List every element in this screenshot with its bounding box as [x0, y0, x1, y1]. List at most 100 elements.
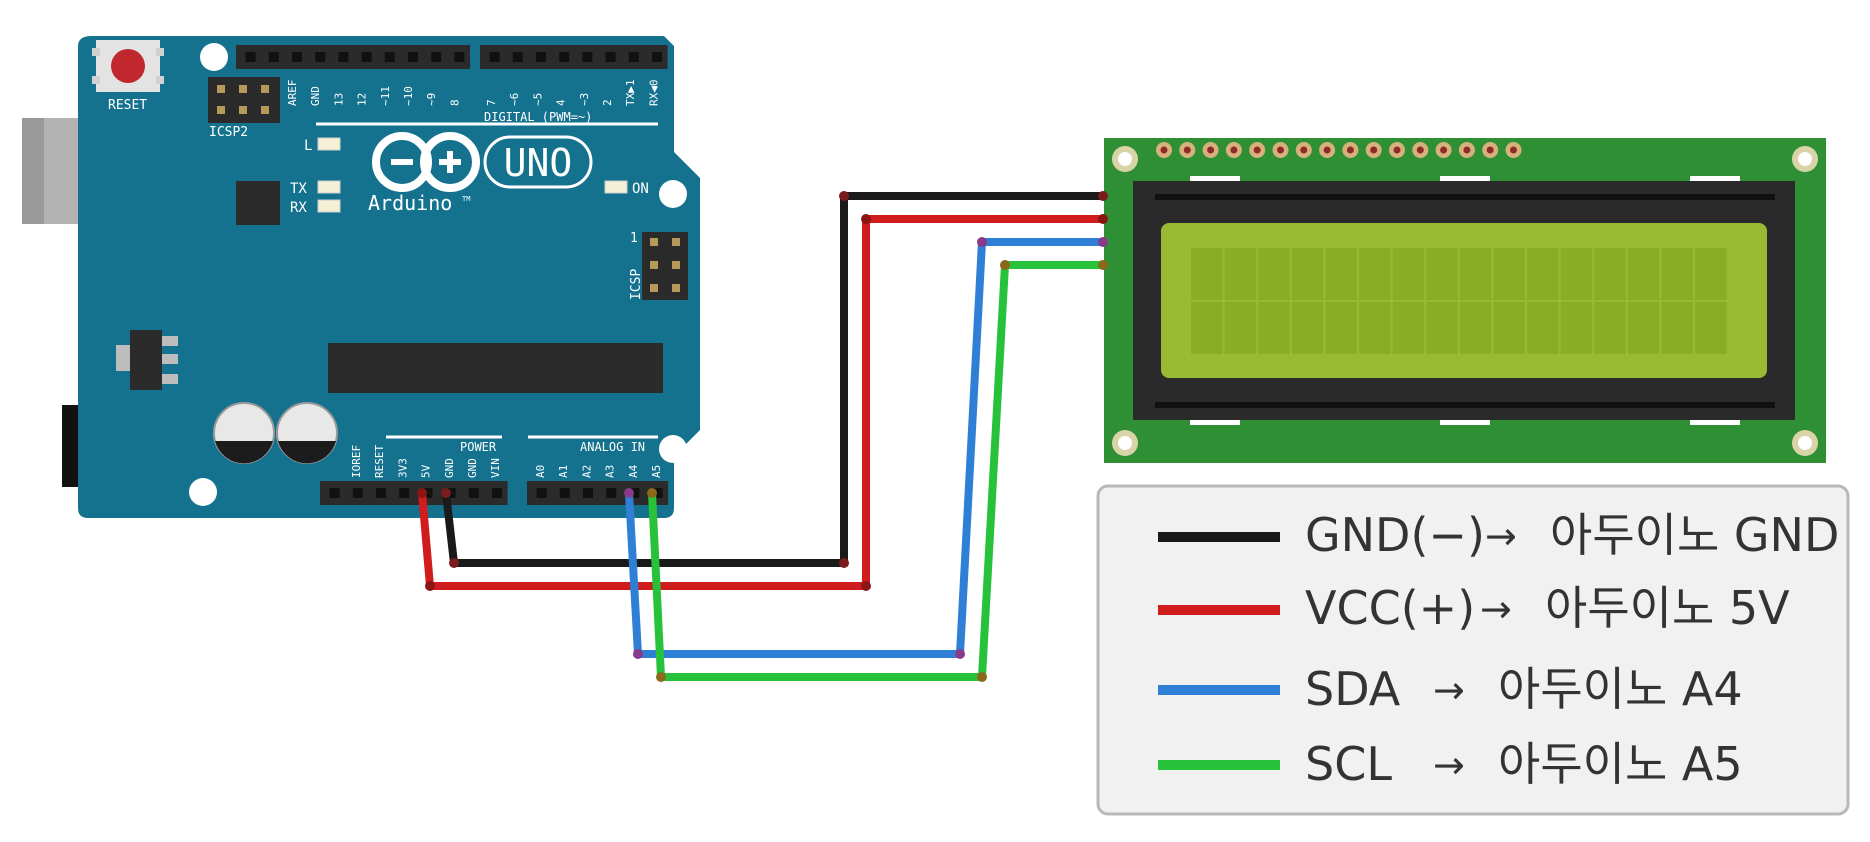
pin-label: 13 — [332, 93, 345, 106]
lcd-cell — [1661, 248, 1693, 300]
digital-header-socket — [605, 52, 616, 62]
legend-swatch-sda — [1158, 685, 1280, 695]
led-l-label: L — [304, 138, 312, 154]
legend-target: 아두이노 5V — [1545, 581, 1790, 635]
analog-header-housing — [527, 481, 669, 505]
pin-label: 4 — [555, 99, 568, 106]
analog-header-socket — [606, 488, 617, 498]
legend-target: 아두이노 GND — [1550, 508, 1839, 562]
mounting-hole — [659, 435, 687, 463]
lcd-cell — [1392, 248, 1425, 300]
pin-label: 8 — [448, 99, 461, 106]
lcd-cell — [1291, 248, 1324, 300]
legend-swatch-vcc — [1158, 605, 1280, 615]
usb-connector-edge — [22, 118, 44, 224]
power-header-socket — [329, 488, 340, 498]
led-rx — [317, 199, 341, 213]
pin-label: GND — [466, 458, 479, 478]
digital-header-housing — [480, 45, 668, 69]
icsp2-header — [208, 77, 280, 123]
legend-target: 아두이노 A5 — [1498, 737, 1743, 791]
digital-header-socket — [582, 52, 593, 62]
lcd-cell — [1459, 248, 1492, 300]
pin-label: A3 — [604, 465, 617, 478]
pin-label: A2 — [580, 465, 593, 478]
digital-header-socket — [512, 52, 523, 62]
pin-label: GND — [443, 458, 456, 478]
uno-badge — [483, 135, 593, 189]
pin-label: RESET — [373, 445, 386, 478]
scl-wire — [648, 261, 1103, 681]
reset-button — [92, 40, 164, 92]
pin-label: A5 — [650, 465, 663, 478]
pin-label: A0 — [534, 465, 547, 478]
lcd-cell — [1594, 248, 1626, 300]
lcd-cell — [1392, 302, 1425, 354]
pin-label: A4 — [627, 464, 640, 478]
legend-item: SCL → 아두이노 A5 — [1158, 737, 1743, 791]
lcd-cell — [1661, 302, 1693, 354]
lcd-cell — [1191, 248, 1223, 300]
lcd-cell — [1191, 302, 1223, 354]
pin-label: AREF — [286, 80, 299, 107]
lcd-cell — [1359, 248, 1391, 300]
legend-signal: SCL — [1305, 737, 1392, 791]
digital-header-left — [236, 45, 470, 69]
analog-header-socket — [629, 488, 640, 498]
lcd-cell — [1325, 248, 1357, 300]
lcd-cell — [1560, 248, 1593, 300]
digital-header-socket — [489, 52, 500, 62]
digital-header-socket — [454, 52, 465, 62]
mounting-hole — [189, 478, 217, 506]
pin-label: ~10 — [402, 86, 415, 106]
lcd-cell — [1459, 302, 1492, 354]
lcd-cell — [1527, 248, 1559, 300]
model-label: UNO — [504, 141, 573, 185]
lcd-cell — [1224, 248, 1257, 300]
brand-label: Arduino — [368, 191, 452, 215]
lcd-cell — [1224, 302, 1257, 354]
lcd-cell — [1258, 248, 1290, 300]
pin-label: ~11 — [379, 86, 392, 106]
digital-header-socket — [652, 52, 662, 62]
icsp-label: ICSP — [629, 269, 644, 300]
legend-arrow: → — [1433, 743, 1465, 787]
lcd-cell — [1325, 302, 1357, 354]
legend-signal: VCC(+) — [1305, 581, 1475, 635]
lcd-cell — [1695, 248, 1727, 300]
power-header-label: POWER — [460, 440, 497, 454]
digital-header-socket — [268, 52, 279, 62]
voltage-regulator — [116, 330, 178, 390]
capacitor — [213, 402, 275, 464]
lcd-cell — [1359, 302, 1391, 354]
legend-item: SDA → 아두이노 A4 — [1158, 662, 1743, 716]
pin-label: 7 — [485, 99, 498, 106]
reset-label: RESET — [108, 98, 147, 113]
led-tx-label: TX — [290, 181, 307, 197]
legend-signal: SDA — [1305, 662, 1401, 716]
digital-header-socket — [292, 52, 302, 62]
pin-label: ~3 — [578, 93, 591, 106]
analog-header-socket — [583, 488, 593, 498]
power-header — [320, 481, 508, 505]
pin-label: ~5 — [531, 93, 544, 106]
lcd-cell — [1426, 248, 1458, 300]
pin-label: ~9 — [425, 93, 438, 106]
legend-swatch-scl — [1158, 760, 1280, 770]
pin-label: A1 — [557, 465, 570, 478]
power-header-socket — [422, 488, 433, 498]
lcd-cell — [1258, 302, 1290, 354]
microcontroller-chip — [328, 343, 663, 393]
led-on-label: ON — [632, 181, 649, 197]
lcd-cell — [1627, 302, 1660, 354]
legend-item: VCC(+) → 아두이노 5V — [1158, 581, 1790, 635]
legend-arrow: → — [1485, 514, 1517, 558]
led-rx-label: RX — [290, 200, 307, 216]
pin-label: TX▶1 — [624, 80, 637, 107]
digital-header-socket — [315, 52, 326, 62]
lcd-cell — [1627, 248, 1660, 300]
legend-box — [1096, 484, 1850, 816]
